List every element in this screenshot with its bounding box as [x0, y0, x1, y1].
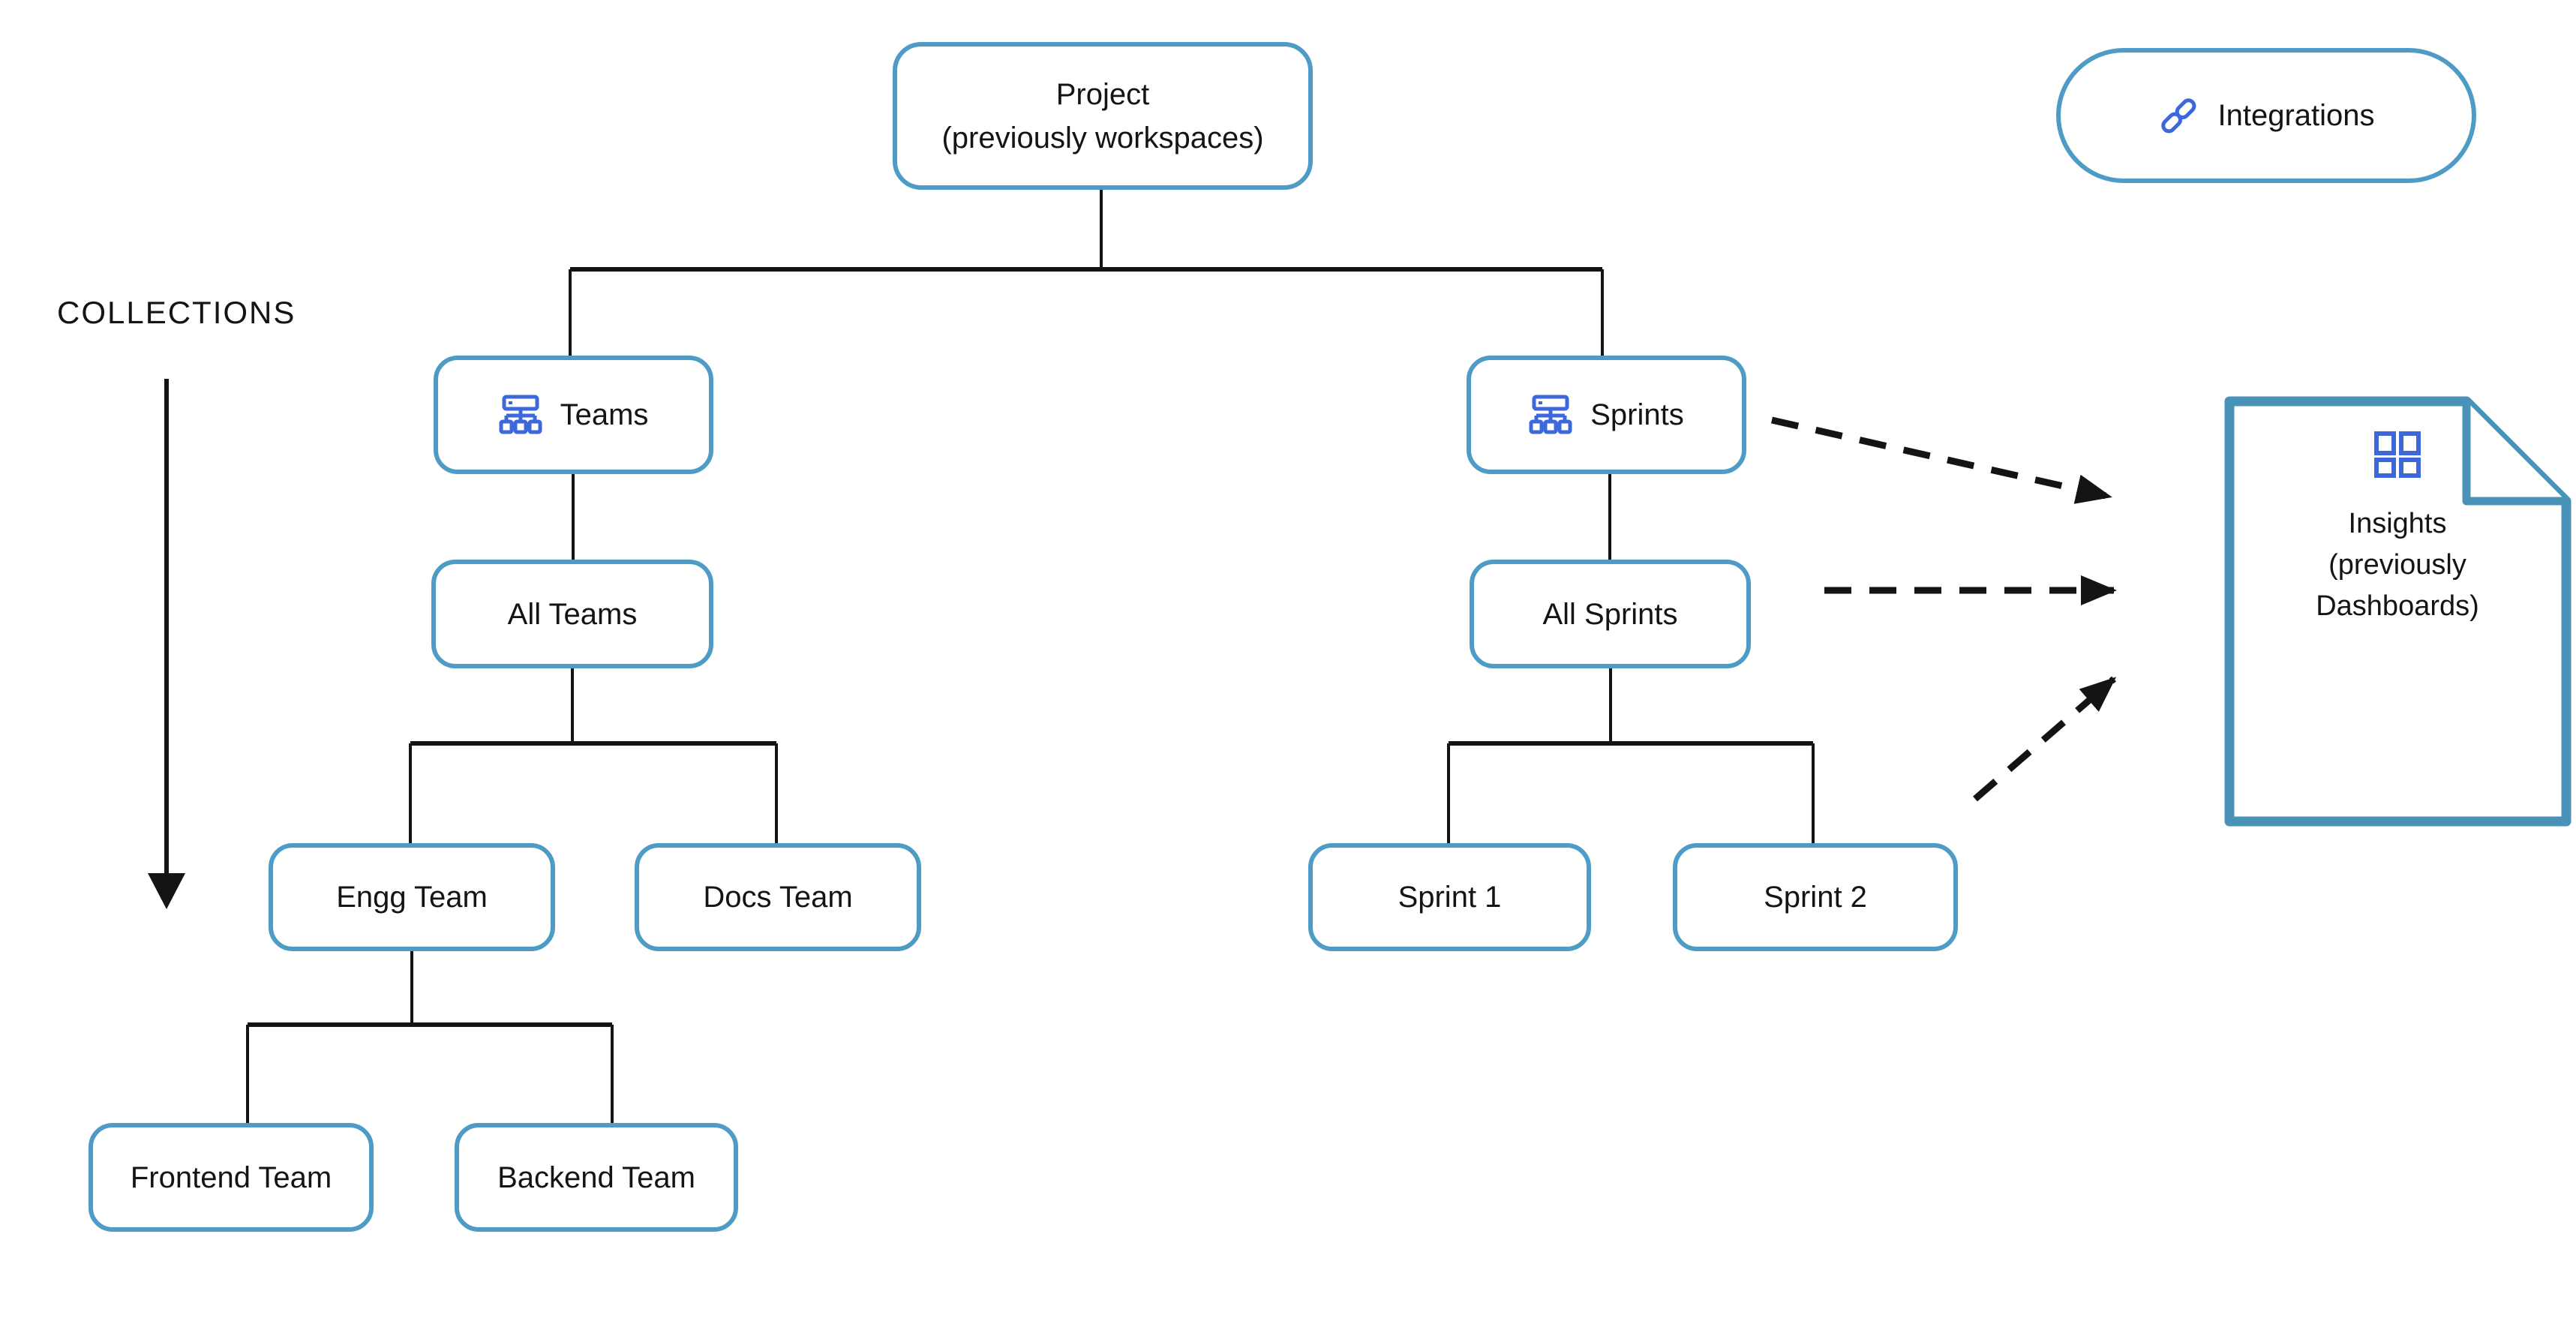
node-engg-team: Engg Team: [269, 843, 555, 951]
collections-arrow: [148, 379, 185, 909]
dashboard-grid-icon: [2374, 431, 2421, 478]
all-teams-label: All Teams: [507, 597, 638, 631]
insights-label-line3: Dashboards): [2316, 590, 2479, 623]
node-project: Project (previously workspaces): [893, 42, 1313, 190]
org-chart-icon: [499, 395, 542, 434]
docs-team-label: Docs Team: [703, 881, 853, 914]
insights-document-shape: [2224, 396, 2571, 827]
sprint-2-label: Sprint 2: [1764, 881, 1867, 914]
project-label-line1: Project: [1055, 77, 1150, 111]
sprint-1-label: Sprint 1: [1398, 881, 1502, 914]
node-all-sprints: All Sprints: [1470, 560, 1751, 668]
node-sprint-2: Sprint 2: [1673, 843, 1958, 951]
collections-label: COLLECTIONS: [57, 295, 296, 330]
node-all-teams: All Teams: [431, 560, 713, 668]
insights-label-line2: (previously: [2328, 549, 2466, 581]
node-teams: Teams: [434, 356, 713, 474]
insights-label: Insights (previously Dashboards): [2316, 503, 2479, 627]
node-backend-team: Backend Team: [455, 1123, 738, 1232]
project-label-line2: (previously workspaces): [941, 121, 1264, 155]
tree-connectors: [246, 190, 1815, 1123]
node-sprint-1: Sprint 1: [1308, 843, 1591, 951]
org-chart-icon: [1529, 395, 1572, 434]
insights-label-line1: Insights: [2348, 508, 2447, 539]
all-sprints-label: All Sprints: [1542, 597, 1678, 631]
frontend-team-label: Frontend Team: [130, 1160, 332, 1194]
dashed-arrows-to-insights: [1771, 416, 2117, 802]
node-insights: Insights (previously Dashboards): [2239, 431, 2556, 784]
link-icon: [2161, 98, 2196, 134]
engg-team-label: Engg Team: [336, 881, 488, 914]
node-integrations: Integrations: [2056, 48, 2476, 183]
sprints-label: Sprints: [1590, 398, 1684, 431]
node-sprints: Sprints: [1467, 356, 1746, 474]
node-docs-team: Docs Team: [635, 843, 921, 951]
teams-label: Teams: [560, 398, 649, 431]
backend-team-label: Backend Team: [497, 1160, 695, 1194]
integrations-label: Integrations: [2217, 99, 2375, 132]
node-frontend-team: Frontend Team: [89, 1123, 374, 1232]
